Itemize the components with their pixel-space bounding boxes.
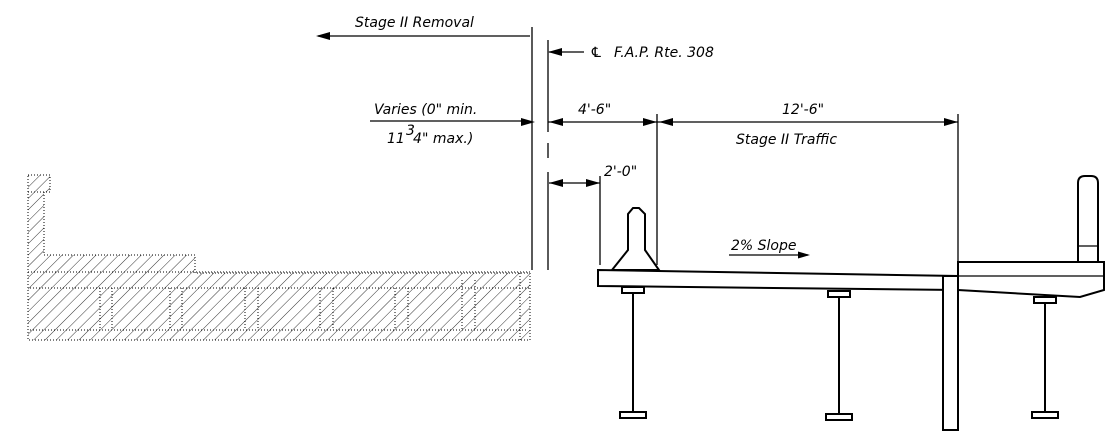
dim-12-6-line: [657, 118, 958, 126]
dim-4-6-label: 4'-6": [578, 102, 611, 118]
varies-suffix: " max.): [422, 131, 473, 147]
slope-label: 2% Slope: [731, 238, 797, 254]
dim-12-6-label: 12'-6": [782, 102, 824, 118]
parapet-post: [1077, 175, 1099, 263]
existing-deck-removal-area: [27, 174, 531, 341]
centerline-label: ℄ F.A.P. Rte. 308: [590, 45, 714, 61]
route-label: F.A.P. Rte. 308: [614, 45, 714, 61]
stage-ii-removal-dimension: [316, 32, 530, 40]
varies-frac-num: 3: [406, 123, 415, 139]
beam-2: [825, 290, 853, 421]
dim-4-6-line: [521, 118, 657, 126]
stage-joint-column: [942, 275, 959, 431]
centerline-leader: [548, 48, 584, 56]
new-deck-slab: [597, 261, 1105, 299]
dim-2-0-line: [549, 179, 600, 187]
beam-3: [1031, 296, 1059, 419]
stage-ii-removal-label: Stage II Removal: [355, 15, 474, 31]
varies-frac-den: 4: [413, 131, 422, 147]
varies-label-line1: Varies (0" min.: [374, 102, 477, 118]
slope-arrow: [729, 251, 810, 259]
centerline-symbol: ℄: [590, 45, 603, 61]
stage-ii-traffic-label: Stage II Traffic: [736, 132, 837, 148]
temporary-concrete-barrier: [609, 207, 661, 271]
beam-1: [619, 286, 647, 419]
dim-2-0-label: 2'-0": [604, 164, 637, 180]
varies-label-line2: 11 3 4 " max.): [387, 123, 473, 147]
varies-whole: 11: [387, 131, 405, 147]
